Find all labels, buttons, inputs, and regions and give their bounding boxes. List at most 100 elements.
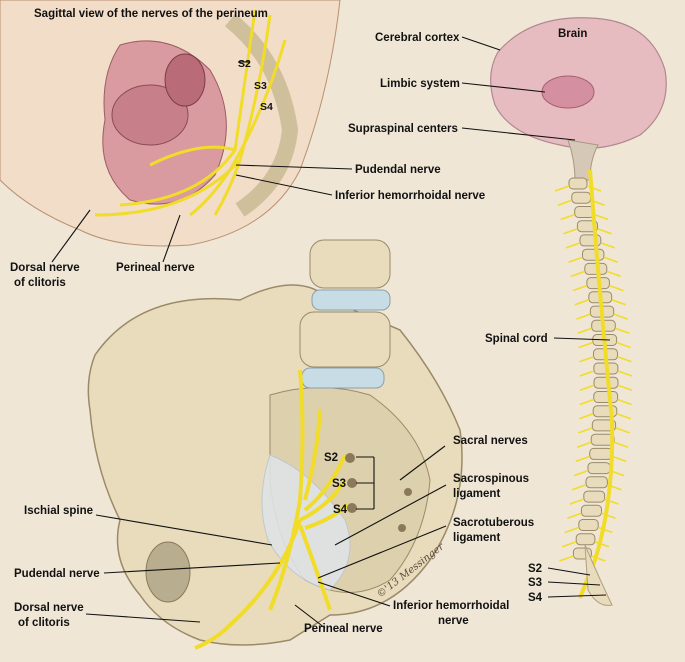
label-dorsal-nerve-top-1: Dorsal nerve <box>10 262 80 274</box>
spinal-nerve-root <box>606 270 622 278</box>
spinal-nerve-root <box>575 455 590 463</box>
spinal-nerve-root <box>616 412 632 420</box>
vertebra <box>591 419 617 432</box>
inset-title: Sagittal view of the nerves of the perin… <box>34 8 268 20</box>
spinal-nerve-root <box>609 284 624 292</box>
brainstem <box>567 139 599 181</box>
inset-bladder <box>111 84 189 146</box>
brain <box>490 17 667 149</box>
spinal-nerve-root <box>617 356 632 363</box>
vertebra <box>585 476 608 489</box>
spinal-nerve-root <box>617 384 633 391</box>
limbic-region <box>541 75 595 109</box>
spinal-nerve-root <box>615 327 630 335</box>
spinal-nerve-root <box>559 555 574 562</box>
label-dorsal-nerve-bottom-1: Dorsal nerve <box>14 602 84 614</box>
spinal-nerve-root <box>615 427 630 434</box>
spinal-nerve-root <box>613 313 628 320</box>
spinal-nerve-root <box>617 370 633 377</box>
label-inset-s3: S3 <box>254 80 267 92</box>
label-inferior-hemorrhoidal-bottom-1: Inferior hemorrhoidal <box>393 600 509 612</box>
label-spine-s2: S2 <box>528 563 542 575</box>
spinal-nerve-root <box>579 370 595 377</box>
pelvic-nerves <box>194 369 350 650</box>
vertebra <box>582 248 605 261</box>
vertebra <box>580 504 603 517</box>
spinal-nerve-root <box>565 242 581 249</box>
spinal-nerve-root <box>578 427 593 434</box>
inset-rectum <box>164 53 206 107</box>
spinal-nerve-root <box>569 498 585 505</box>
vertebra <box>575 533 596 546</box>
spinal-nerve-root <box>576 441 592 448</box>
pelvis <box>87 239 463 650</box>
label-spinal-cord: Spinal cord <box>485 333 548 345</box>
spinal-nerve-root <box>564 526 580 534</box>
label-sacrum-s4: S4 <box>333 504 348 516</box>
spinal-nerve-root <box>577 327 592 335</box>
spinal-nerve-root <box>586 185 602 192</box>
spinal-nerve-root <box>571 484 587 491</box>
inset-sacrum <box>224 13 299 217</box>
label-sacrotuberous-1: Sacrotuberous <box>453 517 534 529</box>
spinal-nerve-root <box>567 512 582 520</box>
spinal-nerve-root <box>574 299 590 306</box>
label-inferior-hemorrhoidal-bottom-2: nerve <box>438 615 469 627</box>
spinal-nerve-root <box>591 555 606 562</box>
label-supraspinal-centers: Supraspinal centers <box>348 123 458 135</box>
spinal-nerve-root <box>598 526 613 534</box>
spinal-nerve-root <box>568 256 583 263</box>
label-perineal-nerve-bottom: Perineal nerve <box>304 623 383 635</box>
spinal-nerve-root <box>578 412 594 420</box>
vertebra <box>568 177 588 190</box>
vertebra <box>578 519 599 531</box>
spinal-nerve-root <box>579 384 595 391</box>
spinal-nerve-root <box>578 341 594 349</box>
label-dorsal-nerve-top-2: of clitoris <box>14 277 66 289</box>
label-brain: Brain <box>558 28 587 40</box>
spinal-nerve-root <box>613 441 629 448</box>
label-cerebral-cortex: Cerebral cortex <box>375 32 460 44</box>
spinal-nerve-root <box>579 398 595 406</box>
coccyx <box>584 544 613 606</box>
vertebra <box>587 462 611 475</box>
lumbar-vertebrae <box>299 239 391 389</box>
spinal-nerve-root <box>601 512 616 520</box>
label-sacral-nerves: Sacral nerves <box>453 435 528 447</box>
spinal-nerve-root <box>570 270 586 278</box>
label-sacrum-s3: S3 <box>332 478 346 490</box>
vertebra <box>593 391 619 403</box>
label-dorsal-nerve-bottom-2: of clitoris <box>18 617 70 629</box>
label-ischial-spine: Ischial spine <box>24 505 93 517</box>
label-sacrospinous-2: ligament <box>453 488 500 500</box>
spinal-nerve-root <box>579 356 594 363</box>
label-perineal-nerve-top: Perineal nerve <box>116 262 195 274</box>
label-inferior-hemorrhoidal-top: Inferior hemorrhoidal nerve <box>335 190 485 202</box>
spinal-nerve-root <box>561 541 577 548</box>
label-pudendal-nerve-bottom: Pudendal nerve <box>14 568 100 580</box>
spinal-nerve-root <box>617 398 632 406</box>
label-pudendal-nerve-top: Pudendal nerve <box>355 164 441 176</box>
obturator-foramen <box>145 541 191 603</box>
label-sacrotuberous-2: ligament <box>453 532 500 544</box>
label-inset-s2: S2 <box>238 58 251 70</box>
label-spine-s4: S4 <box>528 592 543 604</box>
spinal-nerve-root <box>594 541 610 548</box>
spinal-nerve-root <box>557 199 573 206</box>
spinal-nerve-root <box>600 242 616 249</box>
label-sacrum-s2: S2 <box>324 452 338 464</box>
label-limbic-system: Limbic system <box>380 78 460 90</box>
spinal-nerve-root <box>616 341 631 349</box>
spinal-nerve-root <box>603 256 619 263</box>
spinal-nerve-root <box>572 284 588 292</box>
label-spine-s3: S3 <box>528 577 542 589</box>
spinal-nerve-root <box>576 313 591 320</box>
leader-lines <box>51 36 611 629</box>
spinal-nerve-root <box>597 227 612 235</box>
spinal-nerve-root <box>573 469 589 477</box>
label-inset-s4: S4 <box>260 101 273 113</box>
label-sacrospinous-1: Sacrospinous <box>453 473 529 485</box>
sacral-foramina <box>345 453 412 532</box>
spinal-nerve-root <box>593 213 609 221</box>
